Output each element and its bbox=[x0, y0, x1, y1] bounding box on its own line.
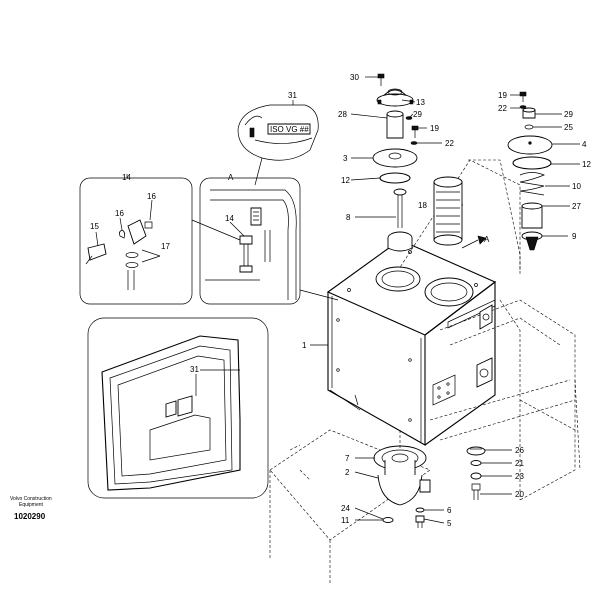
oil-grade-plate-text: ISO VG ## bbox=[270, 125, 309, 134]
callout-16-right: 16 bbox=[147, 192, 156, 201]
detail-door-view bbox=[87, 317, 269, 499]
callout-3: 3 bbox=[343, 154, 348, 163]
callout-20: 20 bbox=[515, 490, 524, 499]
return-filter-stack bbox=[372, 73, 463, 252]
machine-frame-outline bbox=[269, 159, 581, 585]
drawing-number: 1020290 bbox=[14, 512, 46, 521]
brand-block: Volvo Construction Equipment 1020290 bbox=[10, 496, 52, 521]
callout-18: 18 bbox=[418, 201, 427, 210]
callout-2: 2 bbox=[345, 468, 350, 477]
callout-10: 10 bbox=[572, 182, 581, 191]
callout-27: 27 bbox=[572, 202, 581, 211]
callout-30: 30 bbox=[350, 73, 359, 82]
callout-29-right: 29 bbox=[564, 110, 573, 119]
callout-19-right: 19 bbox=[498, 91, 507, 100]
callout-4: 4 bbox=[582, 140, 587, 149]
callout-7: 7 bbox=[345, 454, 350, 463]
callout-24: 24 bbox=[341, 504, 350, 513]
callout-11: 11 bbox=[341, 516, 350, 525]
detail-box-view-a bbox=[199, 177, 301, 305]
callout-28: 28 bbox=[338, 110, 347, 119]
view-a-arrow bbox=[461, 235, 487, 249]
callout-6: 6 bbox=[447, 506, 452, 515]
callout-16-left: 16 bbox=[115, 209, 124, 218]
hydraulic-tank bbox=[326, 239, 497, 446]
callout-5: 5 bbox=[447, 519, 452, 528]
callout-9: 9 bbox=[572, 232, 577, 241]
callout-view-a-arrow: A bbox=[484, 235, 490, 244]
callout-17: 17 bbox=[161, 242, 170, 251]
brand-subname: Equipment bbox=[19, 502, 44, 508]
callout-22-left: 22 bbox=[445, 139, 454, 148]
callout-22-right: 22 bbox=[498, 104, 507, 113]
callout-14-box: 14 bbox=[122, 173, 131, 182]
callout-13: 13 bbox=[416, 98, 425, 107]
bottom-strainer-assembly bbox=[373, 430, 431, 506]
callout-view-a-box: A bbox=[228, 173, 234, 182]
bottom-bolts bbox=[382, 507, 425, 528]
callout-31-door: 31 bbox=[190, 365, 199, 374]
callout-29-top: 29 bbox=[413, 110, 422, 119]
secondary-filter-stack bbox=[468, 91, 553, 275]
callout-12-left: 12 bbox=[341, 176, 350, 185]
callout-12-right: 12 bbox=[582, 160, 591, 169]
callout-25: 25 bbox=[564, 123, 573, 132]
detail-box-level-gauge bbox=[79, 177, 241, 305]
brand-name: Volvo Construction bbox=[10, 496, 52, 502]
callout-8: 8 bbox=[346, 213, 351, 222]
callout-23: 23 bbox=[515, 472, 524, 481]
callout-labels: 30 13 28 29 19 22 3 12 8 18 A 1 7 2 24 1… bbox=[90, 73, 591, 528]
drain-hardware bbox=[466, 446, 486, 500]
callout-14-view: 14 bbox=[225, 214, 234, 223]
detail-bubble-oil-plate bbox=[237, 100, 319, 186]
callout-31-top: 31 bbox=[288, 91, 297, 100]
callout-1: 1 bbox=[302, 341, 307, 350]
callout-26: 26 bbox=[515, 446, 524, 455]
leader-lines bbox=[95, 76, 580, 524]
callout-15: 15 bbox=[90, 222, 99, 231]
callout-19-left: 19 bbox=[430, 124, 439, 133]
callout-21: 21 bbox=[515, 459, 524, 468]
